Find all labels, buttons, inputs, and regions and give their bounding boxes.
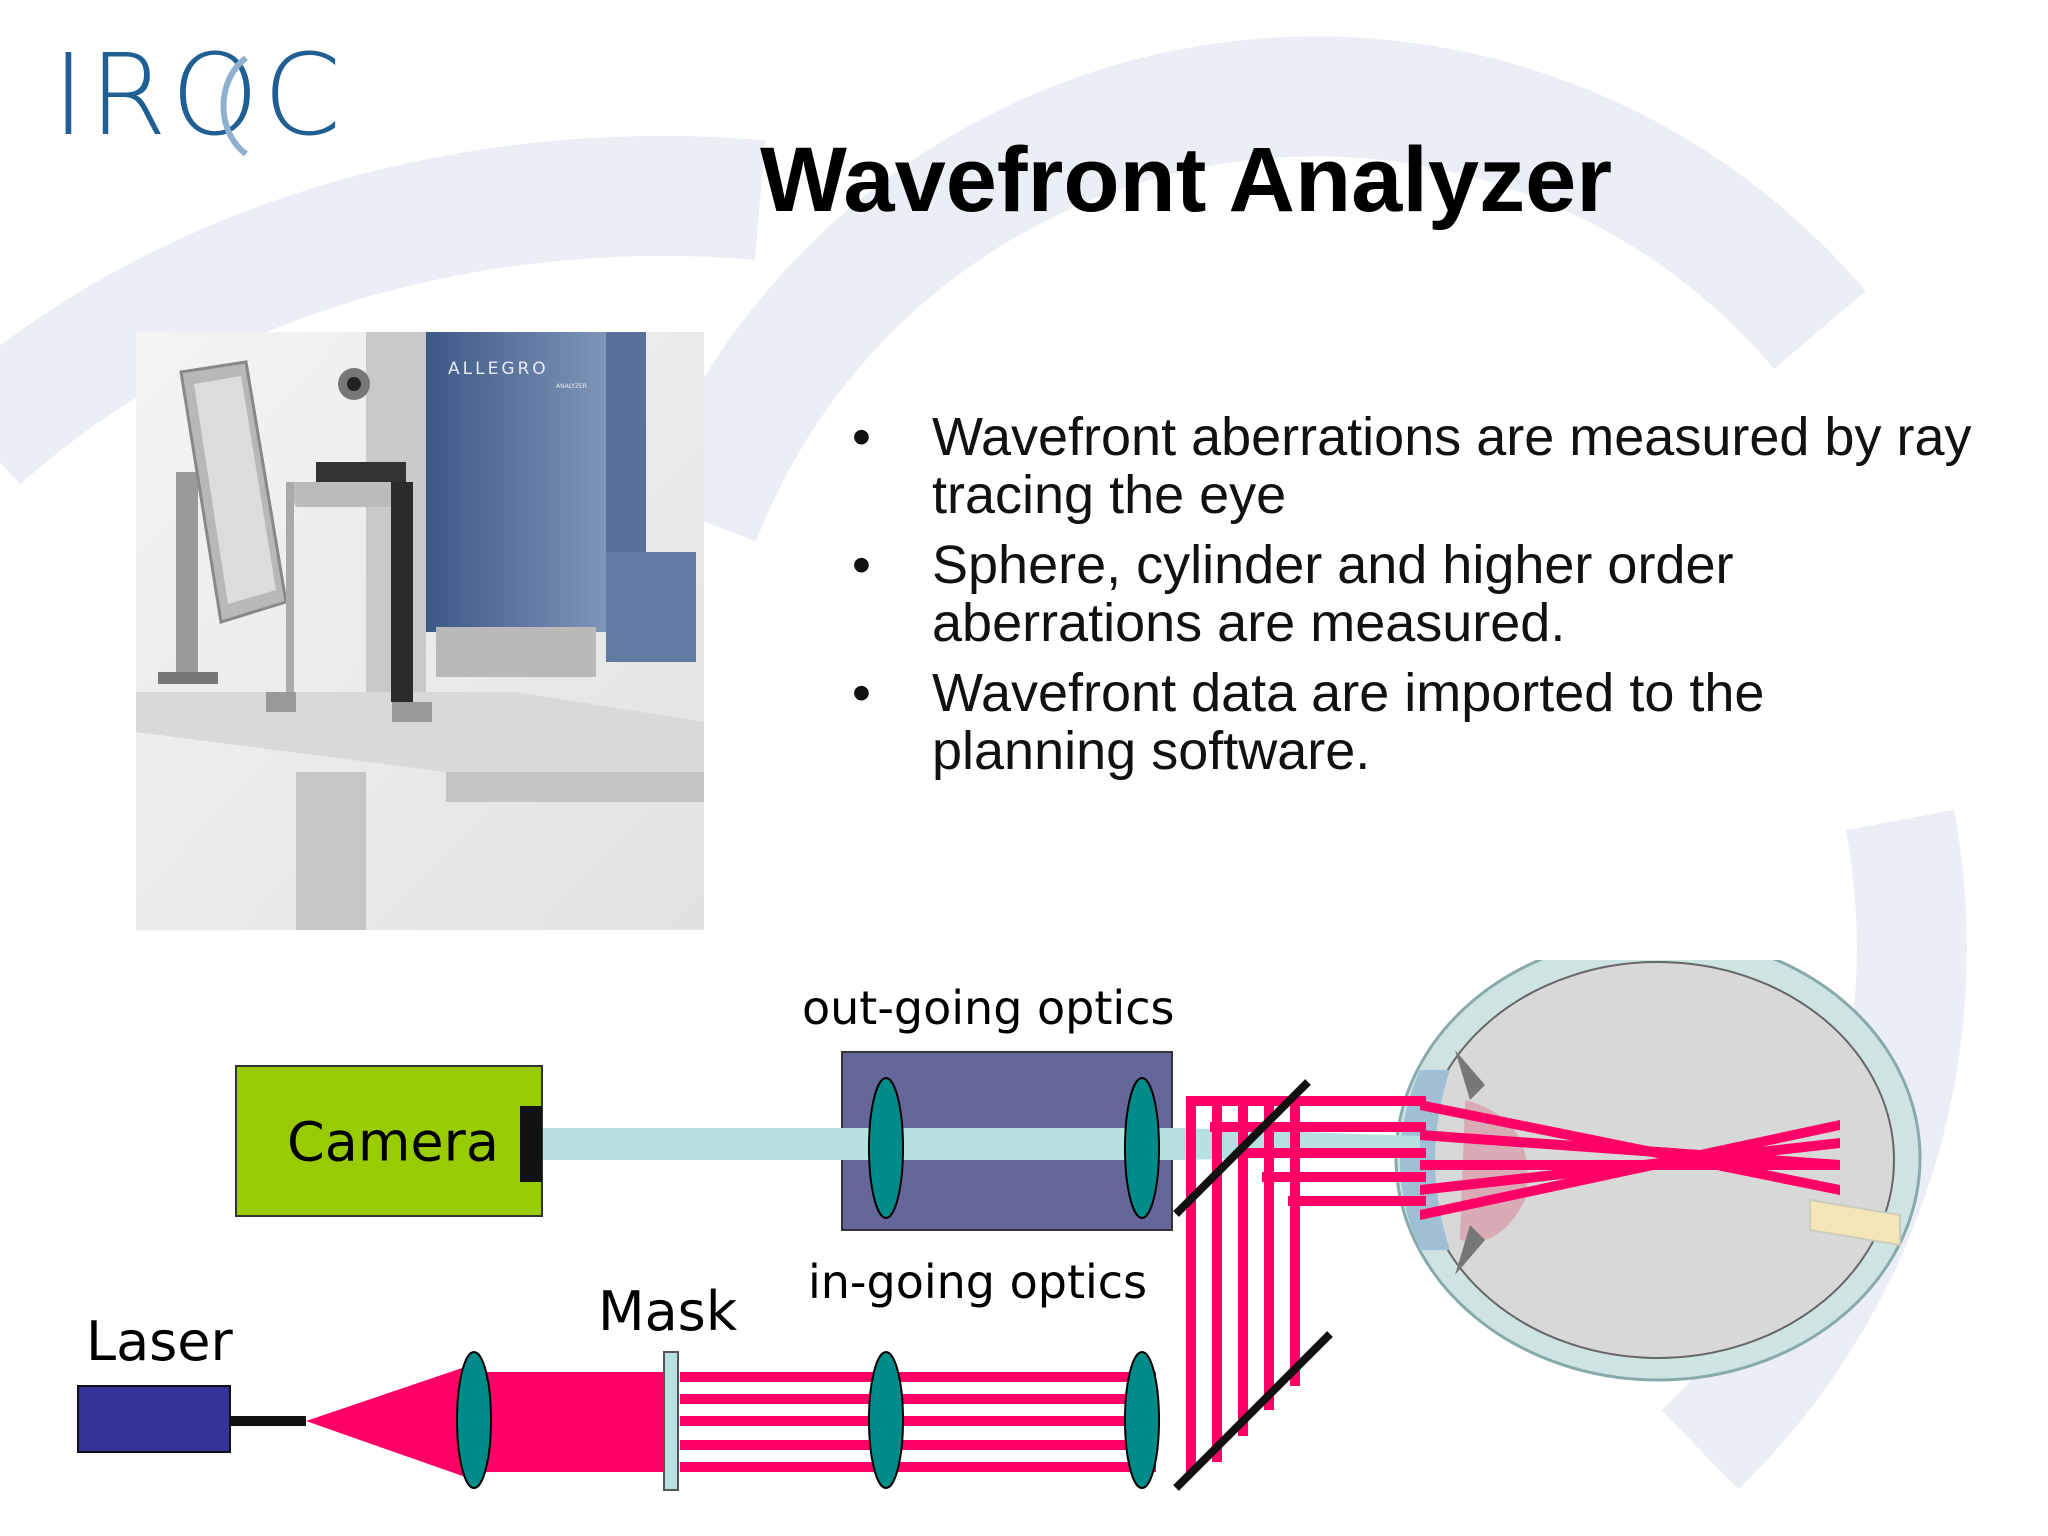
logo-eye-icon: [220, 55, 248, 157]
laser-box: [77, 1385, 231, 1453]
laser-label: Laser: [86, 1310, 234, 1373]
allegro-analyzer-photo: ALLEGRO ANALYZER: [136, 332, 704, 930]
outgoing-optics-label: out-going optics: [802, 981, 1174, 1035]
lens: [868, 1077, 904, 1219]
photo-brand: ALLEGRO: [448, 359, 549, 379]
ingoing-beamlets: [680, 1096, 1840, 1472]
iroc-logo: IROC: [52, 31, 346, 161]
bullet-item: Wavefront data are imported to the plann…: [852, 664, 1982, 780]
lens: [868, 1351, 904, 1489]
mask: [663, 1351, 679, 1491]
wavefront-diagram: Camera Laser: [77, 960, 1922, 1491]
bullet-list: Wavefront aberrations are measured by ra…: [852, 408, 1982, 792]
slide-title: Wavefront Analyzer: [760, 129, 1613, 231]
outgoing-beam: [538, 1128, 1184, 1160]
ingoing-optics-label: in-going optics: [808, 1255, 1147, 1309]
bullet-item: Sphere, cylinder and higher order aberra…: [852, 536, 1982, 652]
lower-mirror: [1173, 1331, 1333, 1491]
lens: [1124, 1077, 1160, 1219]
laser-cone: [306, 1364, 474, 1480]
camera-label: Camera: [287, 1111, 499, 1174]
upper-mirror: [1173, 1079, 1311, 1217]
photo-sub: ANALYZER: [556, 383, 587, 390]
bullet-item: Wavefront aberrations are measured by ra…: [852, 408, 1982, 524]
lens: [456, 1351, 492, 1489]
lens: [1124, 1351, 1160, 1489]
mask-label: Mask: [598, 1280, 738, 1343]
camera-box: [235, 1065, 543, 1217]
